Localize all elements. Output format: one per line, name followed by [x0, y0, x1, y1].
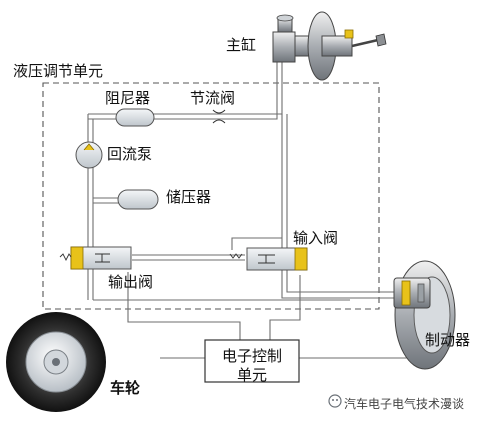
accumulator-label: 储压器 — [166, 188, 212, 206]
wheel-label: 车轮 — [110, 379, 141, 397]
damper-label: 阻尼器 — [105, 89, 151, 107]
inlet-valve-label: 输入阀 — [293, 229, 339, 247]
brake-label: 制动器 — [425, 331, 471, 349]
ecu-label-line2: 单元 — [236, 366, 267, 384]
wechat-icon — [328, 394, 342, 408]
master-cylinder-label: 主缸 — [226, 36, 257, 54]
wheel-shape — [6, 312, 106, 412]
return-pump-label: 回流泵 — [107, 145, 153, 163]
damper-shape — [115, 108, 155, 127]
hydraulic-unit-border — [42, 82, 380, 310]
return-pump-shape — [75, 141, 103, 169]
throttle-valve-symbol — [212, 109, 226, 124]
outlet-valve-label: 输出阀 — [108, 273, 154, 291]
inlet-valve-shape — [229, 247, 308, 271]
watermark-text: 汽车电子电气技术漫谈 — [344, 397, 465, 411]
outlet-valve-shape — [59, 246, 132, 270]
throttle-valve-label: 节流阀 — [190, 89, 236, 107]
hydraulic-pipes — [87, 40, 394, 301]
ecu-label-line1: 电子控制 — [221, 347, 282, 365]
ecu-label: 电子控制 单元 — [205, 347, 299, 385]
hydraulic-unit-label: 液压调节单元 — [13, 62, 104, 80]
master-cylinder-shape — [272, 11, 387, 81]
brake-shape — [393, 260, 456, 370]
ecu-box — [204, 339, 300, 383]
accumulator-shape — [117, 189, 159, 210]
